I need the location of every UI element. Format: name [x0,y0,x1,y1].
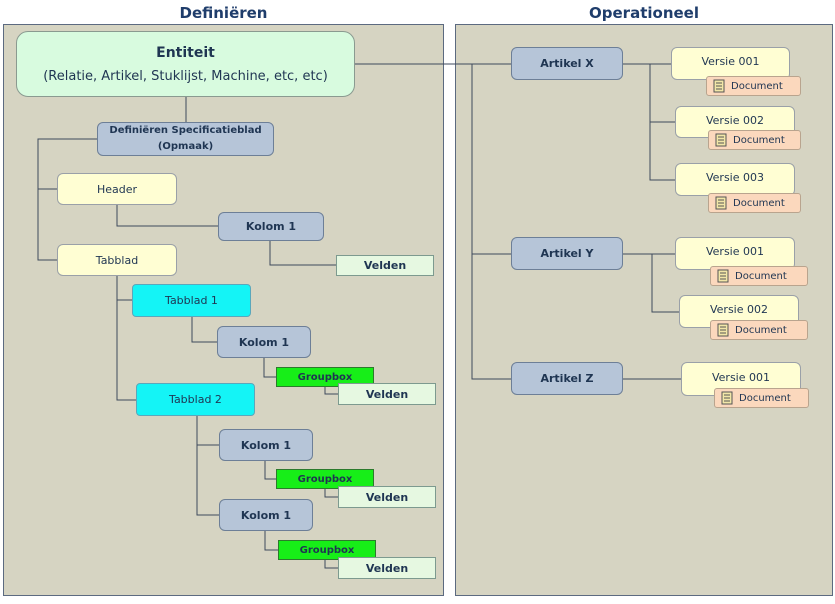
artikel-z-node[interactable]: Artikel Z [511,362,623,395]
document-icon [715,196,727,210]
t1-groupbox-node[interactable]: Groupbox [276,367,374,387]
t1-velden-node[interactable]: Velden [338,383,436,405]
document-label: Document [735,324,787,336]
z-versie-001-document[interactable]: Document [714,388,809,408]
definieren-title: Definiëren [179,4,268,22]
x-versie-002-document[interactable]: Document [708,130,801,150]
x-versie-001-document[interactable]: Document [706,76,801,96]
entity-node[interactable]: Entiteit (Relatie, Artikel, Stuklijst, M… [16,31,355,97]
document-icon [717,269,729,283]
y-versie-002-document[interactable]: Document [710,320,808,340]
document-label: Document [735,270,787,282]
document-icon [713,79,725,93]
entity-title: Entiteit [156,44,215,61]
spec-line2: (Opmaak) [157,141,214,152]
document-icon [721,391,733,405]
document-label: Document [739,392,791,404]
header-node[interactable]: Header [57,173,177,205]
t2-kolom-a-node[interactable]: Kolom 1 [219,429,313,461]
spec-line1: Definiëren Specificatieblad [109,125,262,136]
t2-velden-a-node[interactable]: Velden [338,486,436,508]
t2-velden-b-node[interactable]: Velden [338,557,436,579]
header-velden-node[interactable]: Velden [336,255,434,276]
artikel-y-node[interactable]: Artikel Y [511,237,623,270]
header-kolom-node[interactable]: Kolom 1 [218,212,324,241]
tabblad-node[interactable]: Tabblad [57,244,177,276]
y-versie-001-document[interactable]: Document [710,266,808,286]
t1-kolom-node[interactable]: Kolom 1 [217,326,311,358]
entity-subtitle: (Relatie, Artikel, Stuklijst, Machine, e… [43,68,328,84]
tabblad1-node[interactable]: Tabblad 1 [132,284,251,317]
x-versie-003-node[interactable]: Versie 003 [675,163,795,196]
document-label: Document [731,80,783,92]
t2-groupbox-b-node[interactable]: Groupbox [278,540,376,560]
t2-groupbox-a-node[interactable]: Groupbox [276,469,374,489]
document-label: Document [733,197,785,209]
document-icon [717,323,729,337]
t2-kolom-b-node[interactable]: Kolom 1 [219,499,313,531]
tabblad2-node[interactable]: Tabblad 2 [136,383,255,416]
document-icon [715,133,727,147]
x-versie-001-node[interactable]: Versie 001 [671,47,790,80]
spec-node[interactable]: Definiëren Specificatieblad (Opmaak) [97,122,274,156]
operationeel-title: Operationeel [589,4,699,22]
x-versie-003-document[interactable]: Document [708,193,801,213]
document-label: Document [733,134,785,146]
artikel-x-node[interactable]: Artikel X [511,47,623,80]
